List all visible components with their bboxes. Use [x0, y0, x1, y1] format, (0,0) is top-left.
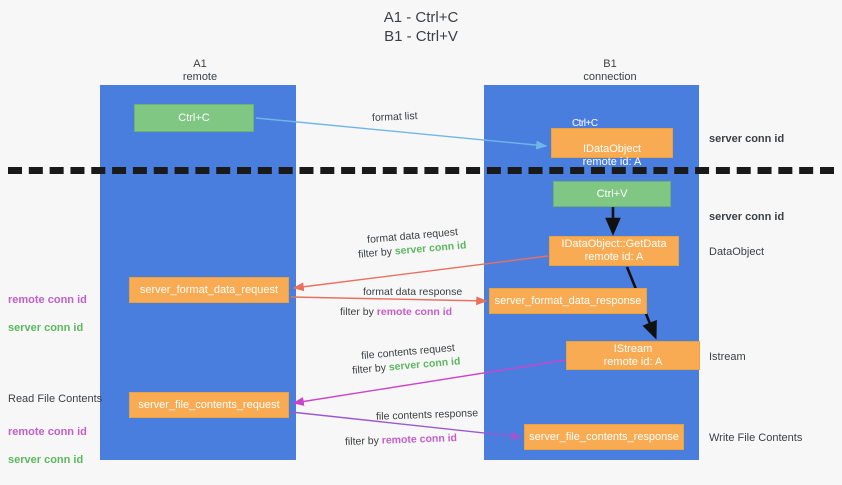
annotation-left-conn-ids-2: remote conn id server conn id [8, 411, 87, 481]
filter-value-remote-conn-id: remote conn id [381, 432, 458, 447]
node-istream[interactable]: IStream remote id: A [566, 341, 700, 370]
node-ctrl-v[interactable]: Ctrl+V [553, 181, 671, 207]
filter-prefix: filter by [340, 306, 377, 318]
annotation-write-file-contents: Write File Contents [709, 432, 803, 444]
edge-label-format-data-response: format data response [363, 286, 463, 298]
node-idataobject-line2: remote id: A [582, 156, 642, 168]
filter-prefix: filter by [351, 361, 390, 377]
node-server-format-data-request[interactable]: server_format_data_request [129, 277, 289, 303]
annotation-server-conn-id: server conn id [8, 322, 84, 334]
filter-prefix: filter by [344, 434, 382, 448]
node-istream-line1: IStream [613, 342, 653, 355]
node-idataobject[interactable]: Ctrl+C IDataObject remote id: A [551, 118, 673, 168]
node-server-format-data-response-label: server_format_data_response [494, 294, 642, 307]
edge-label-format-list: format list [371, 110, 418, 124]
node-server-file-contents-response-label: server_file_contents_response [529, 430, 679, 443]
node-server-format-data-request-label: server_format_data_request [139, 283, 279, 296]
annotation-read-file-contents: Read File Contents [8, 393, 103, 405]
edge-label-file-contents-response-filter: filter by remote conn id [345, 431, 457, 449]
edge-label-format-data-response-filter: filter by remote conn id [340, 305, 452, 319]
node-server-file-contents-request[interactable]: server_file_contents_request [129, 392, 289, 418]
node-ctrl-v-label: Ctrl+V [596, 187, 628, 200]
page-title: A1 - Ctrl+C B1 - Ctrl+V [383, 9, 459, 45]
edge-label-file-contents-response: file contents response [375, 407, 479, 423]
annotation-dataobject: DataObject [709, 246, 765, 258]
node-getdata-line1: IDataObject::GetData [561, 238, 667, 250]
annotation-server-conn-id-top: server conn id [709, 133, 785, 145]
annotation-istream: Istream [709, 351, 746, 363]
node-server-format-data-response[interactable]: server_format_data_response [489, 288, 647, 314]
node-server-file-contents-response[interactable]: server_file_contents_response [524, 424, 684, 450]
lane-header-a1: A1 remote [182, 58, 218, 83]
annotation-left-conn-ids-1: remote conn id server conn id [8, 279, 87, 349]
divider-dashed-line [8, 167, 834, 174]
annotation-remote-conn-id: remote conn id [8, 426, 87, 438]
filter-prefix: filter by [357, 245, 396, 261]
node-getdata-line2: remote id: A [584, 251, 644, 263]
annotation-server-conn-id-mid: server conn id [709, 211, 785, 223]
lane-header-b1: B1 connection [583, 58, 637, 83]
node-idataobject-line1-wrap: Ctrl+C IDataObject [572, 117, 642, 156]
node-istream-line2: remote id: A [603, 355, 663, 368]
node-idataobject-overlay: Ctrl+C [571, 118, 598, 129]
node-ctrl-c-label: Ctrl+C [178, 111, 210, 124]
node-ctrl-c[interactable]: Ctrl+C [134, 104, 254, 132]
node-server-file-contents-request-label: server_file_contents_request [138, 398, 280, 411]
node-getdata[interactable]: IDataObject::GetData remote id: A [549, 236, 679, 266]
annotation-server-conn-id: server conn id [8, 454, 84, 466]
annotation-remote-conn-id: remote conn id [8, 294, 87, 306]
node-idataobject-line1: IDataObject [582, 143, 642, 155]
filter-value-remote-conn-id: remote conn id [376, 306, 453, 318]
